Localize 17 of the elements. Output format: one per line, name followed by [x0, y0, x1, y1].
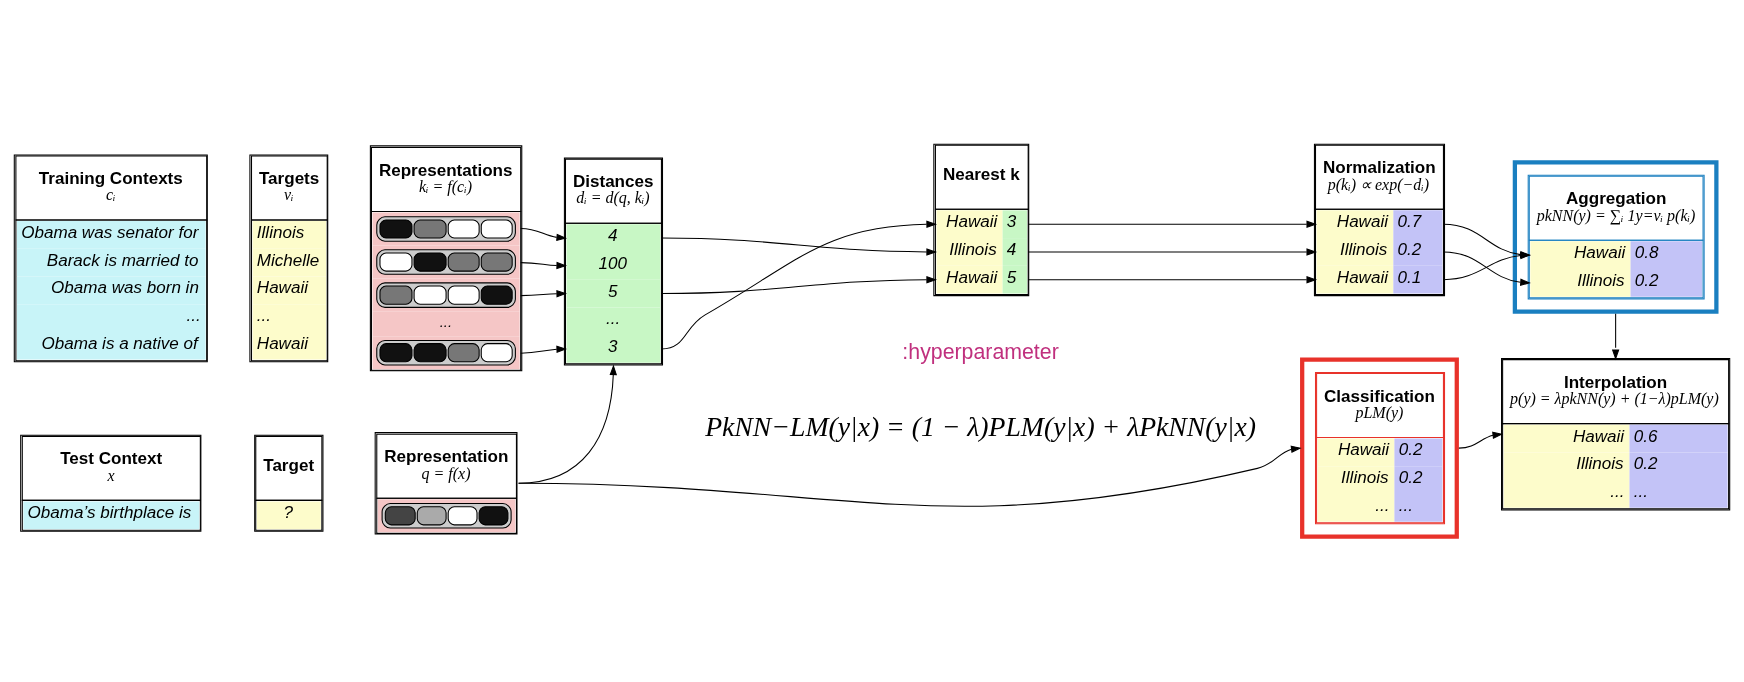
label: PkNN−LM(y|x) = (1 − λ)PLM(y|x) + λPkNN(y|x) — [705, 410, 1256, 442]
arrow — [1027, 275, 1318, 283]
arrow — [660, 275, 938, 294]
node-box: Aggregation pkNN(y) = ∑ᵢ 1y=vᵢ p(kᵢ) Hawaii 0.8 Illinois 0.2 — [1512, 159, 1719, 314]
arrow — [520, 345, 568, 354]
arrow — [518, 445, 1302, 507]
arrow — [520, 261, 568, 269]
arrow — [520, 289, 568, 297]
arrow — [520, 227, 568, 241]
arrow — [1027, 247, 1318, 256]
arrow — [660, 220, 938, 349]
arrow — [1027, 220, 1318, 228]
label: :hyperparameter — [902, 339, 1059, 364]
node-box: Classification pLM(y) Hawaii 0.2 Illinois 0.2 ... ... — [1300, 357, 1459, 539]
arrow — [1611, 312, 1620, 360]
arrow — [660, 237, 938, 256]
arrow — [1458, 431, 1504, 449]
